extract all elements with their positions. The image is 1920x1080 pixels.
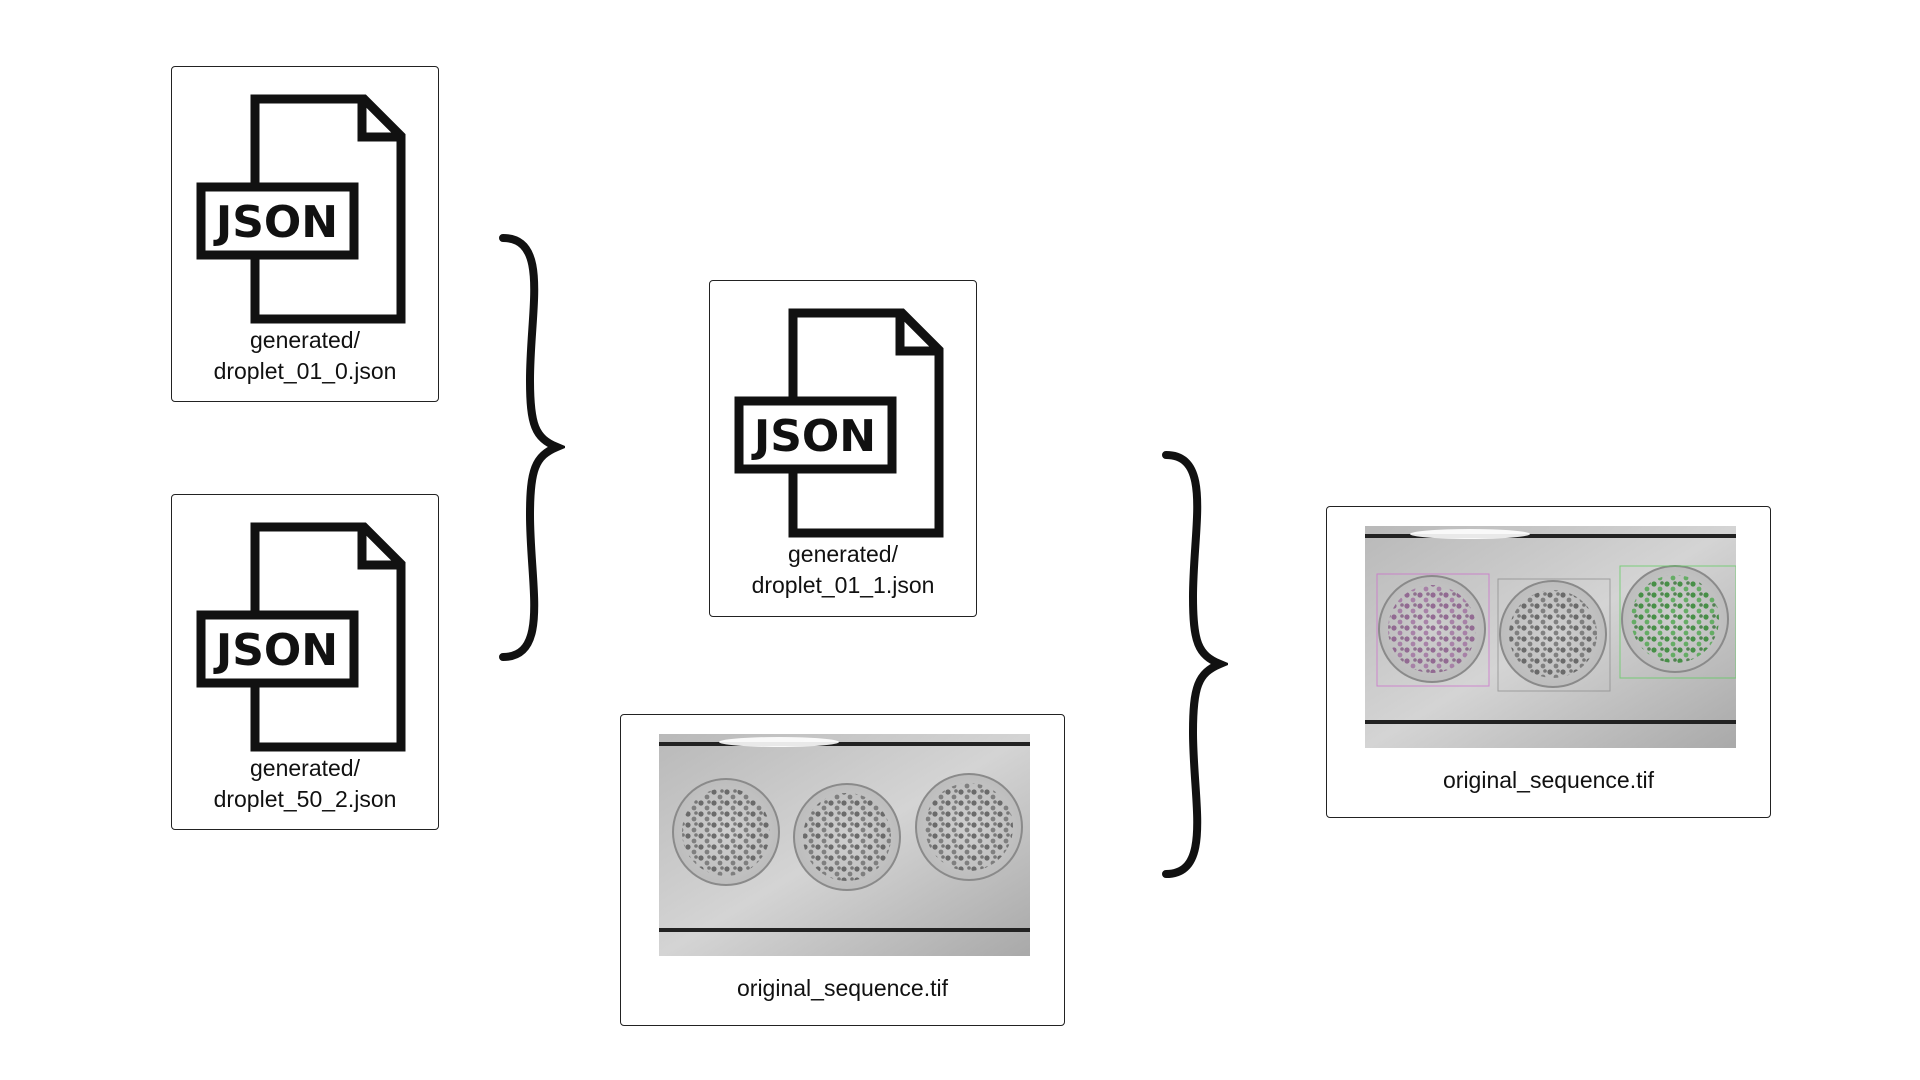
file-path-label: generated/ droplet_50_2.json — [172, 753, 438, 815]
file-folder-text: generated/ — [250, 755, 360, 781]
file-name-text: droplet_01_0.json — [213, 358, 397, 384]
file-folder-text: generated/ — [250, 327, 360, 353]
json-file-card-droplet-01-1: JSON generated/ droplet_01_1.json — [709, 280, 977, 617]
file-name-text: droplet_01_1.json — [751, 572, 935, 598]
svg-text:JSON: JSON — [213, 625, 338, 676]
json-file-icon: JSON — [196, 522, 406, 752]
file-name-text: droplet_50_2.json — [213, 786, 397, 812]
microscopy-image — [659, 734, 1030, 956]
output-image-card: original_sequence.tif — [1326, 506, 1771, 818]
json-file-card-droplet-01-0: JSON generated/ droplet_01_0.json — [171, 66, 439, 402]
merge-brace-left — [499, 234, 565, 661]
merge-brace-right — [1162, 451, 1228, 878]
annotated-microscopy-image — [1365, 526, 1736, 748]
svg-text:JSON: JSON — [751, 411, 876, 462]
file-path-label: generated/ droplet_01_1.json — [710, 539, 976, 601]
json-file-icon: JSON — [196, 94, 406, 324]
svg-text:JSON: JSON — [213, 197, 338, 248]
json-file-icon: JSON — [734, 308, 944, 538]
source-image-card: original_sequence.tif — [620, 714, 1065, 1026]
file-path-label: generated/ droplet_01_0.json — [172, 325, 438, 387]
file-folder-text: generated/ — [788, 541, 898, 567]
image-file-label: original_sequence.tif — [1443, 767, 1654, 793]
image-file-label: original_sequence.tif — [737, 975, 948, 1001]
json-file-card-droplet-50-2: JSON generated/ droplet_50_2.json — [171, 494, 439, 830]
